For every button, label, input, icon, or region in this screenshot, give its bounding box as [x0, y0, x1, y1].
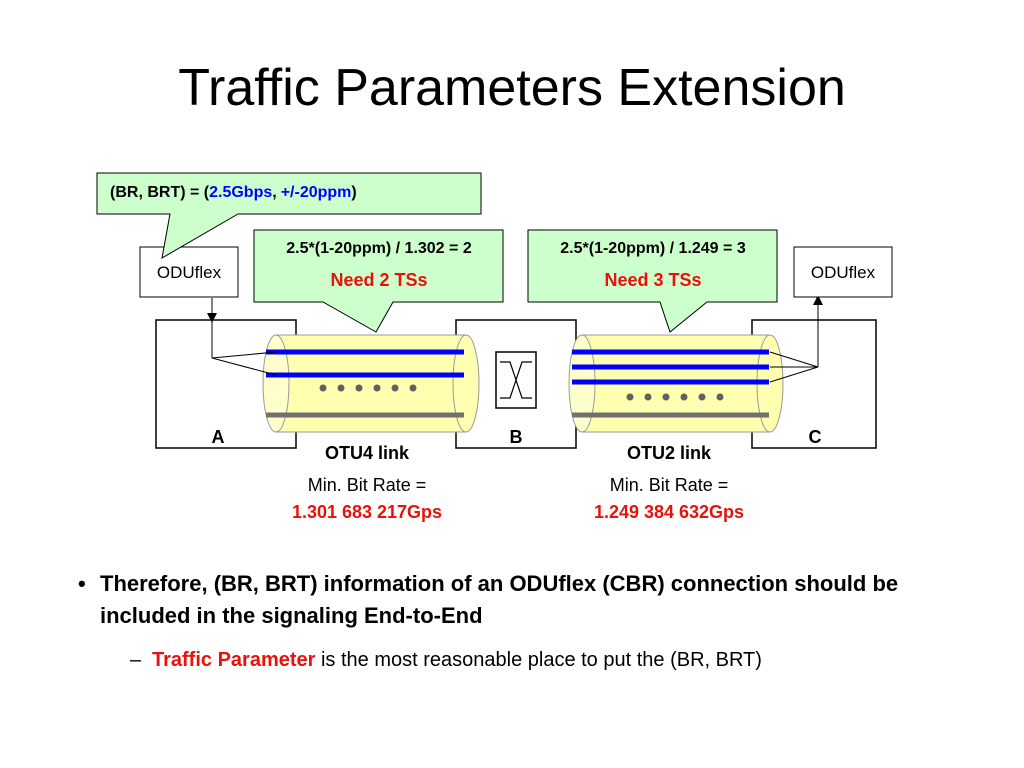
bullet-dot-icon: • [78, 571, 86, 596]
callout-otu2-calc: 2.5*(1-20ppm) / 1.249 = 3 Need 3 TSs [527, 229, 778, 333]
switch-icon [495, 351, 537, 409]
otu4-rate-label: Min. Bit Rate = [308, 475, 427, 495]
oduflex-right-label: ODUflex [811, 263, 876, 282]
bullet-1-text: Therefore, (BR, BRT) information of an O… [100, 571, 899, 628]
svg-text:(BR, BRT) = (2.5Gbps,+/-20ppm): (BR, BRT) = (2.5Gbps, +/-20ppm) [110, 184, 357, 201]
otu4-link-label: OTU4 link [325, 443, 410, 463]
bullet-item-2: – Traffic Parameter is the most reasonab… [78, 646, 978, 674]
callout-br-suffix: ) [351, 184, 356, 201]
node-b-label: B [510, 427, 523, 447]
otu4-ellipsis-dots [319, 384, 417, 392]
bullet-dash-icon: – [130, 649, 142, 671]
bullet-2-text: is the most reasonable place to put the … [315, 649, 762, 671]
bullet-2-highlight: Traffic Parameter [152, 649, 316, 671]
callout-otu2-need: Need 3 TSs [604, 270, 701, 290]
otu4-rate-value: 1.301 683 217Gps [292, 502, 442, 522]
callout-otu4-need: Need 2 TSs [330, 270, 427, 290]
callout-otu4-calc: 2.5*(1-20ppm) / 1.302 = 2 Need 2 TSs [253, 229, 504, 333]
callout-otu2-formula: 2.5*(1-20ppm) / 1.249 = 3 [560, 240, 746, 257]
callout-br-rate: 2.5Gbps [209, 184, 272, 201]
node-a-label: A [212, 427, 225, 447]
callout-br-prefix: (BR, BRT) = ( [110, 184, 210, 201]
slide-title: Traffic Parameters Extension [178, 59, 846, 117]
otu2-ellipsis-dots [626, 393, 724, 401]
callout-otu4-formula: 2.5*(1-20ppm) / 1.302 = 2 [286, 240, 472, 257]
otu2-rate-label: Min. Bit Rate = [610, 475, 729, 495]
otu2-link-label: OTU2 link [627, 443, 712, 463]
oduflex-left-box [139, 246, 239, 298]
callout-br-ppm: +/-20ppm [281, 184, 352, 201]
oduflex-left-label: ODUflex [157, 263, 222, 282]
oduflex-right-box [793, 246, 893, 298]
right-fan-lines [769, 304, 819, 383]
bullet-list: • Therefore, (BR, BRT) information of an… [78, 568, 978, 674]
callout-br-sep: , [272, 184, 276, 201]
callout-br-brt: (BR, BRT) = (2.5Gbps, +/-20ppm) [96, 172, 482, 259]
otu2-rate-value: 1.249 384 632Gps [594, 502, 744, 522]
otu2-tube [568, 334, 784, 433]
node-c-label: C [809, 427, 822, 447]
otu4-tube [262, 334, 480, 433]
bullet-item-1: • Therefore, (BR, BRT) information of an… [78, 568, 978, 632]
